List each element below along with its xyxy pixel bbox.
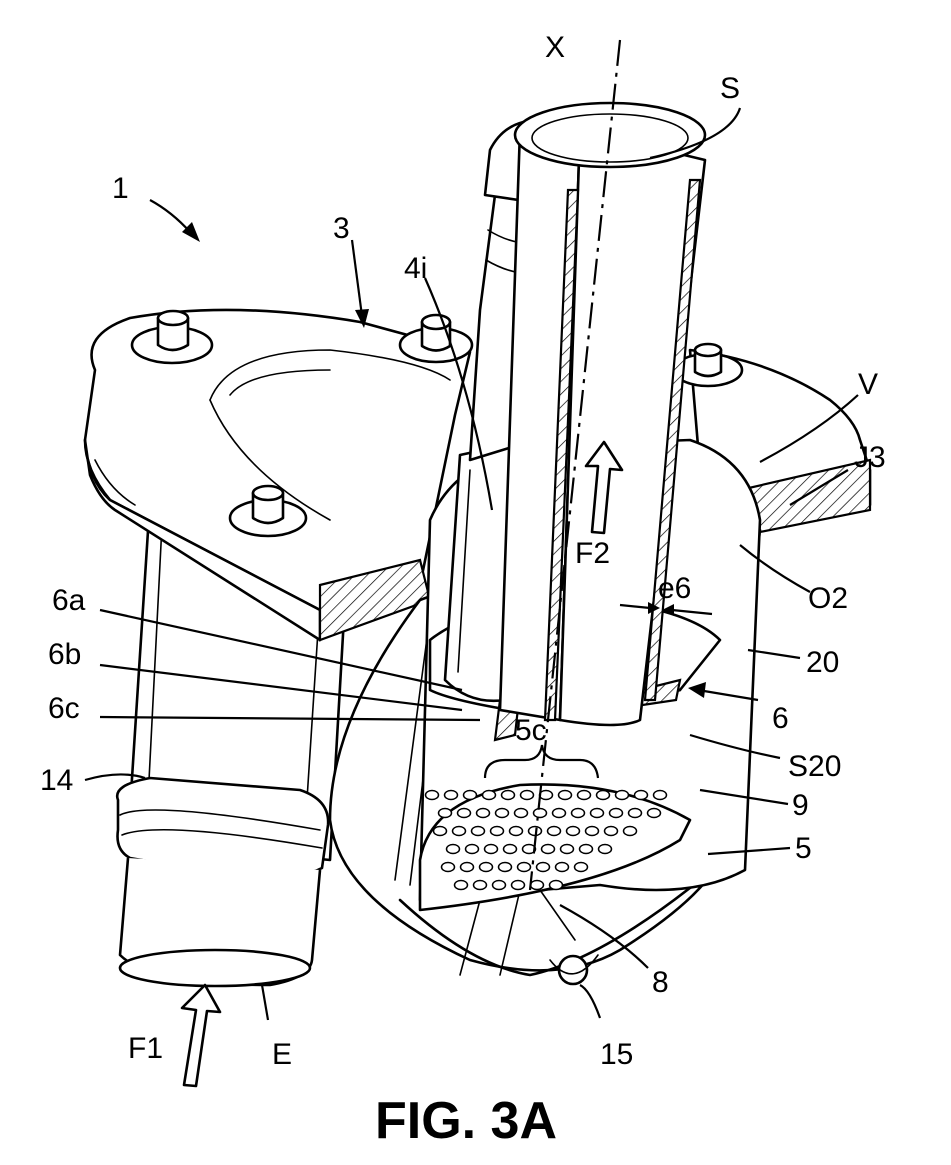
label-port-15: 15 [600,1038,633,1071]
grid-hole [556,863,569,872]
grid-hole [629,809,642,818]
label-cover: 3 [333,212,350,245]
grid-hole [480,863,493,872]
grid-hole [542,845,555,854]
label-thickness-e6: e6 [658,572,691,605]
label-part-6b: 6b [48,638,81,671]
grid-hole [550,881,563,890]
grid-hole [518,863,531,872]
grid-hole [434,827,447,836]
grid-hole [458,809,471,818]
grid-hole [605,827,618,836]
label-inlet: E [272,1038,292,1071]
label-element-6: 6 [772,702,789,735]
grid-hole [591,809,604,818]
grid-hole [493,881,506,890]
grid-hole [439,809,452,818]
label-inner-part: 4i [404,252,427,285]
label-opening-o2: O2 [808,582,848,615]
label-axis: X [545,31,565,64]
grid-hole [474,881,487,890]
label-volume: V [858,368,878,401]
grid-hole [521,791,534,800]
grid-hole [455,881,468,890]
label-surface-s20: S20 [788,750,841,783]
arrow-cover [352,240,369,328]
grid-hole [578,791,591,800]
grid-hole [504,845,517,854]
label-rib-8: 8 [652,966,669,999]
grid-hole [567,827,580,836]
label-flow-out: F2 [575,537,610,570]
grid-hole [635,791,648,800]
arrow-f1 [182,985,220,1086]
arrow-device [150,200,200,242]
grid-hole [561,845,574,854]
grid-hole [512,881,525,890]
grid-hole [534,809,547,818]
label-flow-in: F1 [128,1032,163,1065]
grid-hole [586,827,599,836]
grid-hole [575,863,588,872]
label-part-6a: 6a [52,584,86,617]
grid-hole [499,863,512,872]
label-seal-j3: J3 [854,441,886,474]
grid-hole [572,809,585,818]
label-grid-5: 5 [795,832,812,865]
grid-hole [624,827,637,836]
grid-hole [548,827,561,836]
grid-hole [510,827,523,836]
grid-hole [466,845,479,854]
label-outlet: S [720,72,740,105]
grid-hole [648,809,661,818]
grid-hole [491,827,504,836]
grid-hole [531,881,544,890]
grid-hole [610,809,623,818]
grid-hole [426,791,439,800]
grid-hole [477,809,490,818]
grid-hole [442,863,455,872]
grid-hole [515,809,528,818]
label-part-6c: 6c [48,692,80,725]
grid-hole [464,791,477,800]
grid-hole [599,845,612,854]
grid-hole [597,791,610,800]
figure-caption: FIG. 3A [375,1092,557,1150]
grid-hole [496,809,509,818]
grid-hole [654,791,667,800]
grid-hole [559,791,572,800]
grid-hole [580,845,593,854]
label-chamber-9: 9 [792,789,809,822]
cover-plate [85,310,470,640]
grid-hole [502,791,515,800]
grid-hole [472,827,485,836]
grid-hole [553,809,566,818]
bolt-2 [400,315,472,362]
grid-hole [453,827,466,836]
grid-hole [537,863,550,872]
label-inlet-pipe: 14 [40,764,73,797]
label-body-20: 20 [806,646,839,679]
label-perforation-5c: 5c [515,714,547,747]
grid-hole [616,791,629,800]
grid-hole [485,845,498,854]
label-device: 1 [112,172,129,205]
grid-hole [483,791,496,800]
grid-hole [461,863,474,872]
grid-hole [445,791,458,800]
grid-hole [447,845,460,854]
